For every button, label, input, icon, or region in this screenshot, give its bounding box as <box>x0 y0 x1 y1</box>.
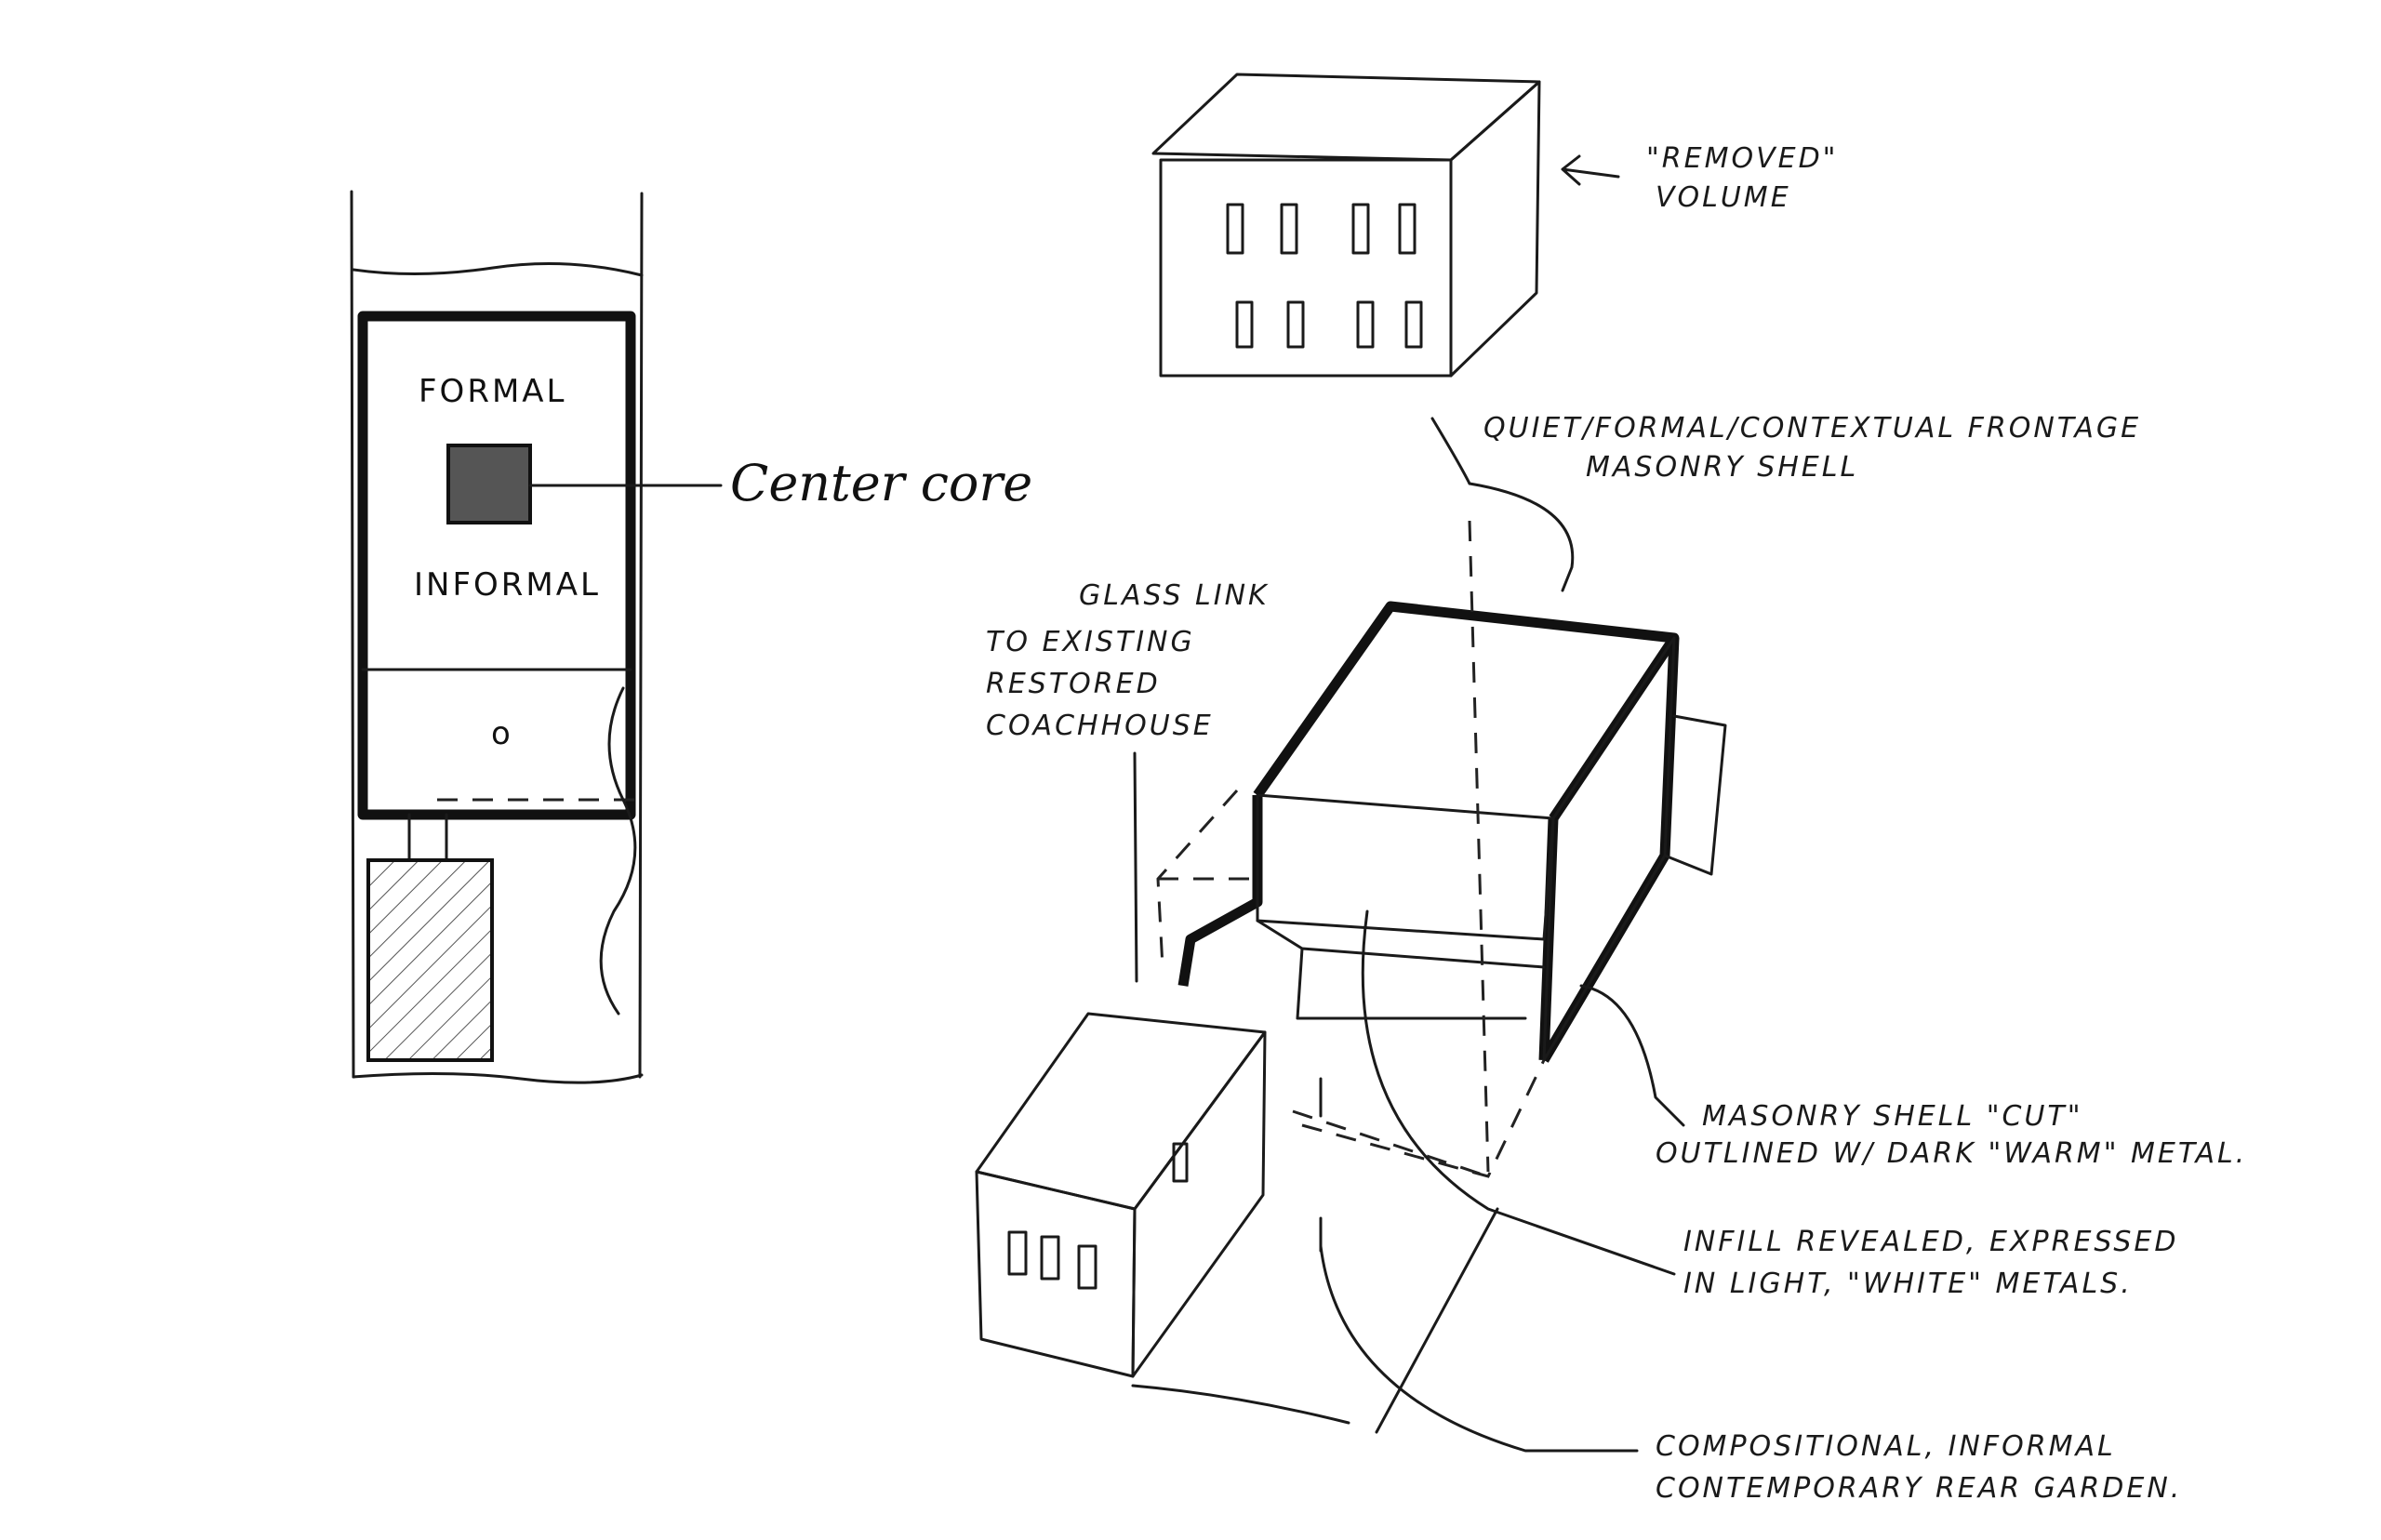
formal-label: FORMAL <box>419 373 566 410</box>
informal-label: INFORMAL <box>414 566 601 604</box>
svg-text:COACHHOUSE: COACHHOUSE <box>986 710 1214 742</box>
svg-text:VOLUME: VOLUME <box>1656 181 1791 214</box>
svg-text:MASONRY SHELL: MASONRY SHELL <box>1586 451 1858 484</box>
plan-mark: o <box>491 715 513 752</box>
svg-text:"REMOVED": "REMOVED" <box>1646 142 1838 175</box>
svg-text:IN LIGHT, "WHITE" METALS.: IN LIGHT, "WHITE" METALS. <box>1683 1268 2133 1300</box>
annotation-removed-volume: "REMOVED" VOLUME <box>1646 142 1838 214</box>
svg-text:OUTLINED W/ DARK "WARM" METAL.: OUTLINED W/ DARK "WARM" METAL. <box>1656 1137 2247 1170</box>
house-footprint <box>357 311 636 820</box>
annotation-frontage: QUIET/FORMAL/CONTEXTUAL FRONTAGE MASONRY… <box>1483 412 2141 484</box>
svg-text:RESTORED: RESTORED <box>986 668 1161 700</box>
svg-text:TO EXISTING: TO EXISTING <box>986 626 1195 658</box>
site-plan: FORMAL INFORMAL Center core o <box>350 190 1032 1084</box>
center-core-label: Center core <box>730 454 1032 512</box>
center-core-block <box>446 444 532 524</box>
svg-text:GLASS LINK: GLASS LINK <box>1079 579 1270 612</box>
annotation-glass-link: GLASS LINK TO EXISTING RESTORED COACHHOU… <box>986 579 1270 742</box>
coachhouse <box>975 1012 1350 1425</box>
removed-volume <box>1151 73 1620 378</box>
leader-lines <box>1133 417 1685 1453</box>
svg-text:QUIET/FORMAL/CONTEXTUAL FRONTA: QUIET/FORMAL/CONTEXTUAL FRONTAGE <box>1483 412 2141 445</box>
annotation-shell-cut: MASONRY SHELL "CUT" OUTLINED W/ DARK "WA… <box>1656 1100 2247 1170</box>
svg-text:MASONRY SHELL "CUT": MASONRY SHELL "CUT" <box>1702 1100 2083 1133</box>
annotation-infill: INFILL REVEALED, EXPRESSED IN LIGHT, "WH… <box>1683 1226 2178 1300</box>
annotation-garden: COMPOSITIONAL, INFORMAL CONTEMPORARY REA… <box>1656 1430 2182 1505</box>
svg-text:COMPOSITIONAL, INFORMAL: COMPOSITIONAL, INFORMAL <box>1656 1430 2116 1463</box>
svg-text:INFILL REVEALED, EXPRESSED: INFILL REVEALED, EXPRESSED <box>1683 1226 2178 1258</box>
coachhouse-footprint <box>366 858 494 1062</box>
svg-text:CONTEMPORARY REAR GARDEN.: CONTEMPORARY REAR GARDEN. <box>1656 1472 2182 1505</box>
main-building <box>1156 520 1727 1178</box>
